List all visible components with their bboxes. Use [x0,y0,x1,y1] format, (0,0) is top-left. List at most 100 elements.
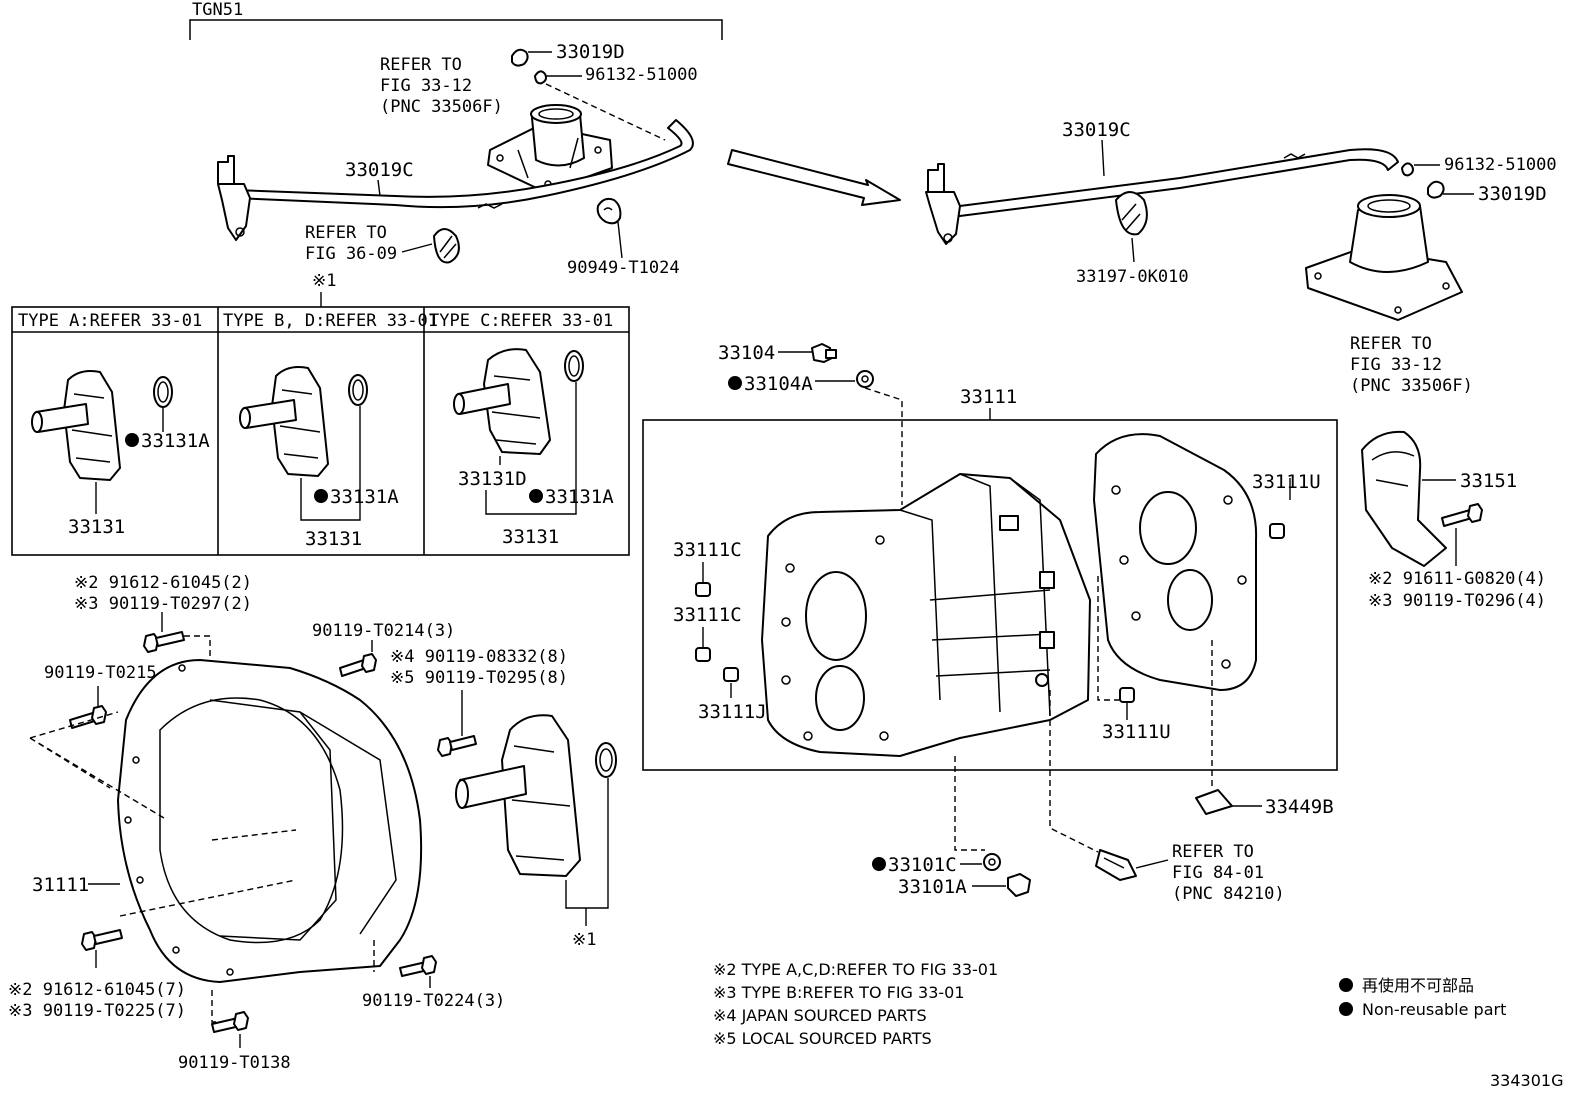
clip-33019d-a [511,48,529,67]
refer-33-12-a-l1: REFER TO [380,55,462,75]
transition-arrow [727,149,901,206]
refer-84-01-l3: (PNC 84210) [1172,884,1285,904]
dowel-33111j [723,667,739,682]
plug-33101a [1007,873,1031,897]
label-33449b: 33449B [1265,796,1334,818]
label-96132-b: 96132-51000 [1444,155,1557,175]
legend-dot-jp [1339,978,1353,992]
label-291611: ※2 91611-G0820(4) [1368,569,1546,589]
case-group-box [642,419,1338,771]
gasket-33104a [856,370,874,388]
label-33019c-b: 33019C [1062,119,1131,141]
label-90119-t0215: 90119-T0215 [44,663,157,683]
retainer-outside [455,714,617,877]
dowel-33111c-b [695,647,711,662]
label-390119-t0297: ※3 90119-T0297(2) [74,594,252,614]
retainer-type-c [453,348,584,455]
transmission-case-group: 33104 33104A 33111 [642,342,1546,904]
plug-33449b [1195,789,1233,815]
shift-lever-housing-b [1305,194,1463,321]
bolt-90119-t0138 [211,1011,249,1033]
bell-housing-31111 [117,659,423,983]
bolt-33104 [811,343,837,363]
nonreusable-dot [314,489,328,503]
retainer-type-bd [239,366,368,477]
tgn51-group: TGN51 33019D 96132-51000 REFER TO FIG 33… [189,0,723,307]
legend-en: Non-reusable part [1362,1000,1506,1019]
refer-33-12-b-l2: FIG 33-12 [1350,355,1442,375]
breather-hose-33019c-a [217,119,694,241]
label-291612-7: ※2 91612-61045(7) [8,980,186,1000]
nonreusable-dot [872,857,886,871]
label-33131-1: 33131 [68,516,125,538]
refer-33-12-a-l3: (PNC 33506F) [380,97,503,117]
bolt-91611 [1441,503,1483,527]
label-390119-t0225: ※3 90119-T0225(7) [8,1001,186,1021]
shift-lever-housing-a [487,104,613,193]
transmission-case-33111 [761,473,1091,757]
legend-jp: 再使用不可部品 [1362,976,1474,995]
legend-dot-en [1339,1002,1353,1016]
label-96132-a: 96132-51000 [585,65,698,85]
label-33131d: 33131D [458,468,527,490]
dowel-33111u-a [1269,523,1285,539]
label-33111u-1: 33111U [1252,471,1321,493]
label-33019c-a: 33019C [345,159,414,181]
label-33131a-3: 33131A [545,486,614,508]
type-c-header: TYPE C:REFER 33-01 [429,311,613,331]
shift-lever-boot-a [433,228,460,264]
label-90119-t0214: 90119-T0214(3) [312,621,455,641]
sensor-84210 [1095,849,1137,881]
label-90949: 90949-T1024 [567,258,680,278]
clamp-90949 [596,197,622,225]
label-31111: 31111 [32,874,89,896]
label-33151: 33151 [1460,470,1517,492]
bolt-291612-a [143,631,185,653]
refer-33-12-b-l3: (PNC 33506F) [1350,376,1473,396]
case-plate [1093,433,1258,691]
note1-b: ※1 [572,930,596,950]
legend: 再使用不可部品 Non-reusable part [1339,976,1506,1019]
footnote-3: ※3 TYPE B:REFER TO FIG 33-01 [713,983,965,1002]
refer-36-09-l2: FIG 36-09 [305,244,397,264]
bell-housing-group: ※2 91612-61045(2) ※3 90119-T0297(2) 9011… [8,573,617,1073]
label-33131a-1: 33131A [141,430,210,452]
nonreusable-dot [728,376,742,390]
bolt-90119-t0214 [339,653,377,677]
type-table: TYPE A:REFER 33-01 TYPE B, D:REFER 33-01… [11,306,630,556]
label-490119-08332: ※4 90119-08332(8) [390,647,568,667]
bolt-291612-b [81,929,123,951]
refer-33-12-b-l1: REFER TO [1350,334,1432,354]
type-bd-header: TYPE B, D:REFER 33-01 [223,311,438,331]
label-33111: 33111 [960,386,1017,408]
label-33101c: 33101C [888,854,957,876]
nonreusable-dot [529,489,543,503]
tgn51-label: TGN51 [192,0,243,20]
bolt-90119-t0215 [69,705,107,729]
label-33104a: 33104A [744,373,813,395]
shift-lever-boot-b [1115,191,1148,236]
breather-hose-33019c-b [925,148,1399,245]
figure-id: 334301G [1490,1071,1563,1090]
type-a-header: TYPE A:REFER 33-01 [18,311,202,331]
label-33101a: 33101A [898,876,967,898]
footnotes: ※2 TYPE A,C,D:REFER TO FIG 33-01 ※3 TYPE… [713,960,998,1048]
label-33111c-1: 33111C [673,539,742,561]
label-90119-t0138: 90119-T0138 [178,1053,291,1073]
label-33197: 33197-0K010 [1076,267,1189,287]
cover-33151 [1361,430,1447,567]
label-33131a-2: 33131A [330,486,399,508]
label-90119-t0224: 90119-T0224(3) [362,991,505,1011]
footnote-2: ※2 TYPE A,C,D:REFER TO FIG 33-01 [713,960,998,979]
label-390119-t0296: ※3 90119-T0296(4) [1368,591,1546,611]
retainer-type-a [31,370,173,481]
gasket-33101c [983,853,1001,871]
label-33104: 33104 [718,342,775,364]
dowel-33111u-b [1119,687,1135,703]
label-291612-2: ※2 91612-61045(2) [74,573,252,593]
footnote-4: ※4 JAPAN SOURCED PARTS [713,1006,927,1025]
refer-84-01-l1: REFER TO [1172,842,1254,862]
alt-hose-group: 33019C 96132-51000 33019D 33197-0K010 [925,119,1557,396]
